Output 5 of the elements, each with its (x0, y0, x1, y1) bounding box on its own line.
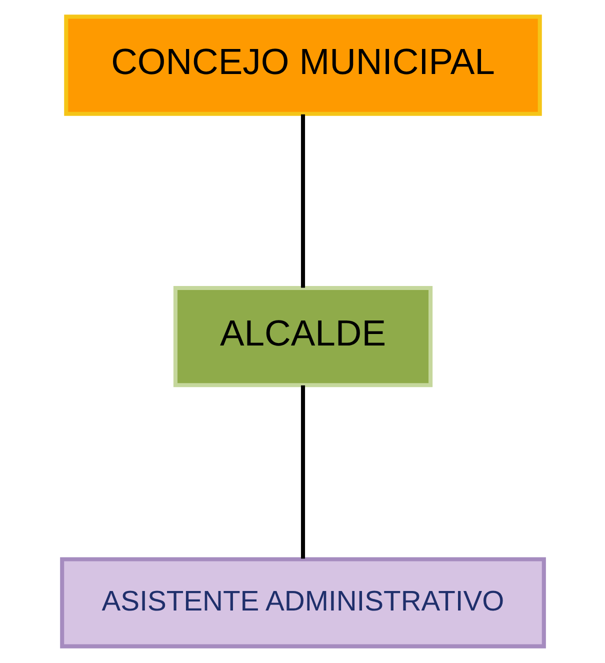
connector (300, 114, 305, 288)
connector (300, 385, 305, 559)
node-box: ALCALDE (172, 286, 432, 388)
node-box: ASISTENTE ADMINISTRATIVO (60, 557, 546, 648)
node-box: CONCEJO MUNICIPAL (64, 14, 542, 116)
